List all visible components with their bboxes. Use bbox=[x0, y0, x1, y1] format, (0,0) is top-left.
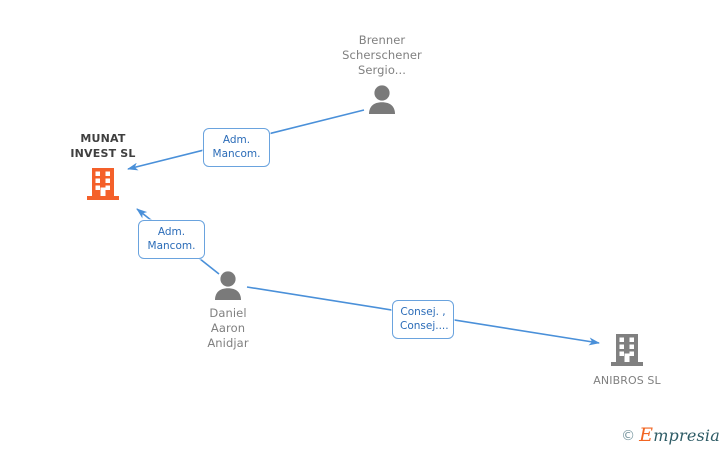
building-icon bbox=[611, 334, 643, 366]
empresia-logo-initial: E bbox=[639, 424, 654, 446]
copyright-symbol: © bbox=[621, 427, 636, 444]
node-munat-invest-sl[interactable]: MUNAT INVEST SL bbox=[28, 131, 178, 202]
edge-label-daniel-anibros[interactable]: Consej. , Consej.... bbox=[392, 300, 454, 339]
node-label-anibros: ANIBROS SL bbox=[593, 374, 661, 387]
person-icon bbox=[369, 85, 395, 114]
node-label-munat: MUNAT INVEST SL bbox=[70, 132, 136, 160]
empresia-logo-text: mpresia bbox=[653, 426, 720, 445]
edge-label-daniel-munat[interactable]: Adm. Mancom. bbox=[138, 220, 205, 259]
edge-label-brenner-munat[interactable]: Adm. Mancom. bbox=[203, 128, 270, 167]
building-icon bbox=[87, 168, 119, 200]
node-brenner-scherschener-sergio[interactable]: Brenner Scherschener Sergio... bbox=[307, 33, 457, 114]
person-icon bbox=[215, 271, 241, 300]
node-label-brenner: Brenner Scherschener Sergio... bbox=[342, 33, 422, 77]
watermark: © Empresia bbox=[621, 424, 720, 446]
node-label-daniel: Daniel Aaron Anidjar bbox=[207, 306, 249, 350]
node-daniel-aaron-anidjar[interactable]: Daniel Aaron Anidjar bbox=[153, 270, 303, 351]
empresia-logo: Empresia bbox=[639, 424, 720, 446]
node-anibros-sl[interactable]: ANIBROS SL bbox=[552, 332, 702, 388]
